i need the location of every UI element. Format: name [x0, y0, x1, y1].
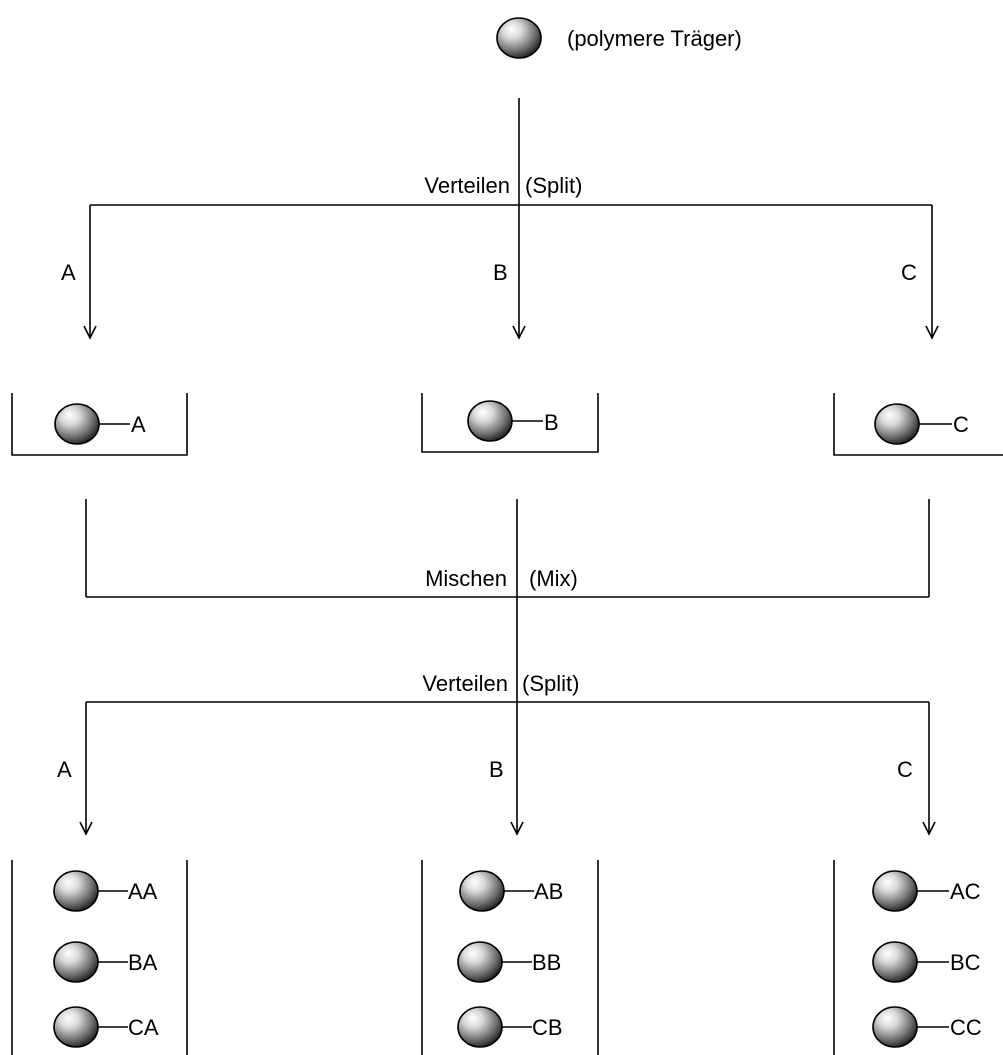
branch-arrow-2-c [922, 702, 936, 836]
split-2-label-en: (Split) [522, 671, 579, 696]
product-label-1-c: C [953, 412, 969, 437]
product-label-ca: CA [128, 1015, 159, 1040]
mix-label-en: (Mix) [529, 566, 578, 591]
mix-label: Mischen [425, 566, 507, 591]
reagent-label-1-b: B [493, 260, 508, 285]
bead-2-ac [872, 870, 949, 912]
bead-2-ba [53, 941, 128, 983]
reagent-label-2-b: B [489, 757, 504, 782]
product-label-ba: BA [128, 950, 158, 975]
vessel-1-a [11, 393, 188, 456]
split-2-label: Verteilen [422, 671, 508, 696]
bead-2-aa [53, 870, 128, 912]
vessel-1-c [833, 393, 1003, 456]
product-label-aa: AA [128, 879, 158, 904]
product-label-ab: AB [534, 879, 563, 904]
product-label-1-a: A [131, 412, 146, 437]
support-bead [496, 17, 542, 59]
branch-arrow-1-a [83, 205, 97, 340]
product-label-1-b: B [544, 410, 559, 435]
bead-2-ca [53, 1006, 128, 1048]
bead-2-bb [457, 941, 532, 983]
bead-2-bc [872, 941, 949, 983]
reagent-label-2-a: A [57, 757, 72, 782]
product-label-ac: AC [950, 879, 981, 904]
split-1-label-en: (Split) [525, 173, 582, 198]
product-label-bb: BB [532, 950, 561, 975]
bead-2-cc [872, 1006, 949, 1048]
bead-2-cb [457, 1006, 532, 1048]
branch-arrow-2-b [510, 702, 524, 836]
branch-arrow-1-b [512, 205, 526, 340]
reagent-label-1-a: A [61, 260, 76, 285]
split-1-label: Verteilen [424, 173, 510, 198]
vessel-2-a [11, 860, 188, 1055]
branch-arrow-1-c [925, 205, 939, 340]
vessel-2-b [421, 860, 599, 1055]
support-label: (polymere Träger) [567, 26, 742, 51]
product-label-cb: CB [532, 1015, 563, 1040]
reagent-label-2-c: C [897, 757, 913, 782]
vessel-1-b [421, 393, 599, 453]
branch-arrow-2-a [79, 702, 93, 836]
reagent-label-1-c: C [901, 260, 917, 285]
bead-2-ab [459, 870, 534, 912]
product-label-cc: CC [950, 1015, 982, 1040]
product-label-bc: BC [950, 950, 981, 975]
